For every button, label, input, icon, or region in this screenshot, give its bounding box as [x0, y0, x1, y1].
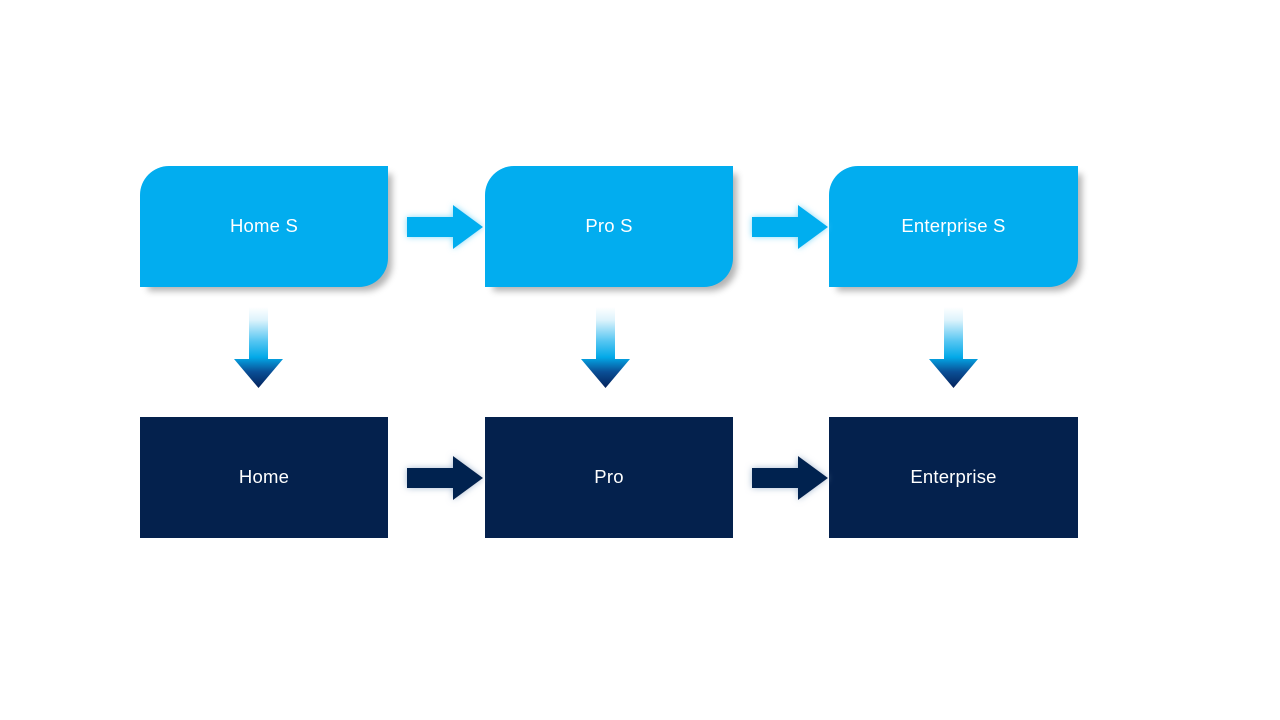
arrow-down-icon	[234, 307, 283, 388]
node-enterprise-s[interactable]: Enterprise S	[829, 166, 1078, 287]
arrow-right-icon	[752, 456, 828, 500]
node-label-pro-s: Pro S	[585, 215, 633, 237]
connector-home-s-to-pro-s	[405, 201, 485, 253]
connector-home-to-pro	[405, 452, 485, 504]
node-pro[interactable]: Pro	[485, 417, 733, 538]
connector-pro-s-to-pro	[580, 307, 631, 389]
connector-home-s-to-home	[233, 307, 284, 389]
node-home[interactable]: Home	[140, 417, 388, 538]
arrow-right-icon	[407, 205, 483, 249]
node-enterprise[interactable]: Enterprise	[829, 417, 1078, 538]
node-label-home-s: Home S	[229, 215, 299, 237]
arrow-down-icon	[581, 307, 630, 388]
connector-enterprise-s-to-enterprise	[928, 307, 979, 389]
arrow-down-icon	[929, 307, 978, 388]
node-pro-s[interactable]: Pro S	[485, 166, 733, 287]
node-label-enterprise: Enterprise	[910, 466, 997, 488]
connector-pro-to-enterprise	[750, 452, 830, 504]
node-label-pro: Pro	[594, 466, 624, 488]
node-label-home: Home	[238, 466, 290, 488]
node-label-enterprise-s: Enterprise S	[901, 215, 1006, 237]
arrow-right-icon	[752, 205, 828, 249]
arrow-right-icon	[407, 456, 483, 500]
connector-pro-s-to-enterprise-s	[750, 201, 830, 253]
node-home-s[interactable]: Home S	[140, 166, 388, 287]
